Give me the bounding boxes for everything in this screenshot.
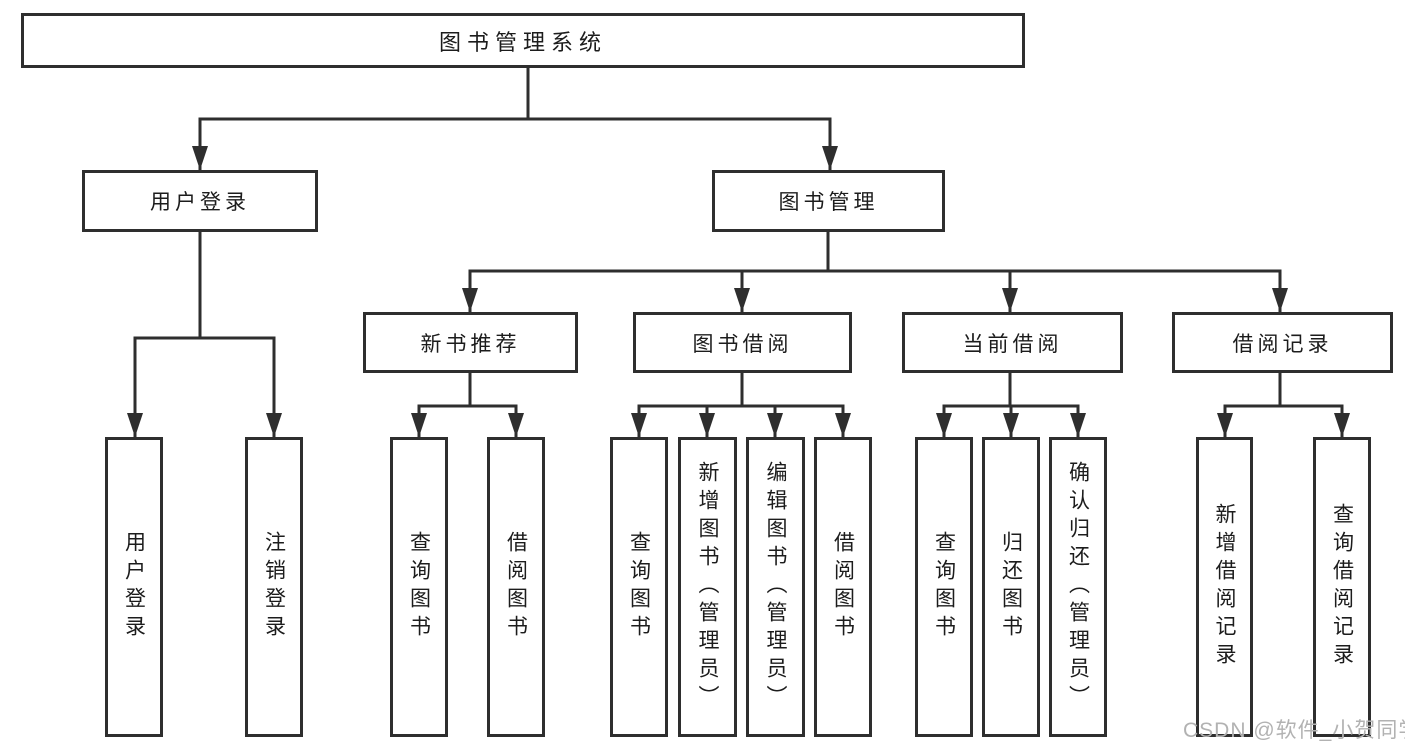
leaf-add-books-admin: 新增图书（管理员）	[678, 437, 737, 737]
node-label: 归还图书	[999, 531, 1023, 643]
node-borrowing-records: 借阅记录	[1172, 312, 1393, 373]
node-label: 用户登录	[150, 191, 250, 214]
node-label: 图书借阅	[692, 332, 793, 356]
leaf-query-books-recommend: 查询图书	[390, 437, 448, 737]
leaf-return-books: 归还图书	[982, 437, 1040, 737]
node-label: 新增图书（管理员）	[696, 461, 719, 713]
node-label: 查询借阅记录	[1330, 503, 1354, 671]
node-label: 图书管理系统	[438, 29, 607, 55]
node-book-management: 图书管理	[712, 170, 945, 232]
leaf-query-books-current: 查询图书	[915, 437, 973, 737]
node-label: 查询图书	[627, 531, 651, 643]
node-current-borrowing: 当前借阅	[902, 312, 1123, 373]
node-user-login: 用户登录	[82, 170, 318, 232]
leaf-borrow-books-recommend: 借阅图书	[487, 437, 545, 737]
leaf-confirm-return-admin: 确认归还（管理员）	[1049, 437, 1107, 737]
node-label: 借阅图书	[831, 531, 855, 643]
node-label: 图书管理	[778, 191, 879, 214]
node-new-book-recommend: 新书推荐	[363, 312, 578, 373]
leaf-query-borrow-record: 查询借阅记录	[1313, 437, 1371, 737]
watermark-text: CSDN @软件_小贺同学	[1183, 719, 1405, 742]
node-label: 借阅记录	[1232, 332, 1333, 356]
node-label: 查询图书	[407, 531, 431, 643]
node-label: 注销登录	[262, 531, 286, 643]
leaf-user-login: 用户登录	[105, 437, 163, 737]
leaf-edit-books-admin: 编辑图书（管理员）	[746, 437, 805, 737]
leaf-add-borrow-record: 新增借阅记录	[1196, 437, 1253, 737]
node-label: 新增借阅记录	[1213, 503, 1236, 671]
node-label: 确认归还（管理员）	[1066, 461, 1090, 713]
leaf-query-books-borrowing: 查询图书	[610, 437, 668, 737]
leaf-borrow-books-borrowing: 借阅图书	[814, 437, 872, 737]
node-label: 当前借阅	[962, 332, 1063, 356]
node-label: 借阅图书	[504, 531, 528, 643]
leaf-logout: 注销登录	[245, 437, 303, 737]
node-label: 编辑图书（管理员）	[764, 461, 787, 713]
node-label: 新书推荐	[420, 332, 521, 356]
node-label: 用户登录	[122, 531, 146, 643]
node-library-management-system: 图书管理系统	[21, 13, 1025, 68]
node-label: 查询图书	[932, 531, 956, 643]
node-book-borrowing: 图书借阅	[633, 312, 852, 373]
